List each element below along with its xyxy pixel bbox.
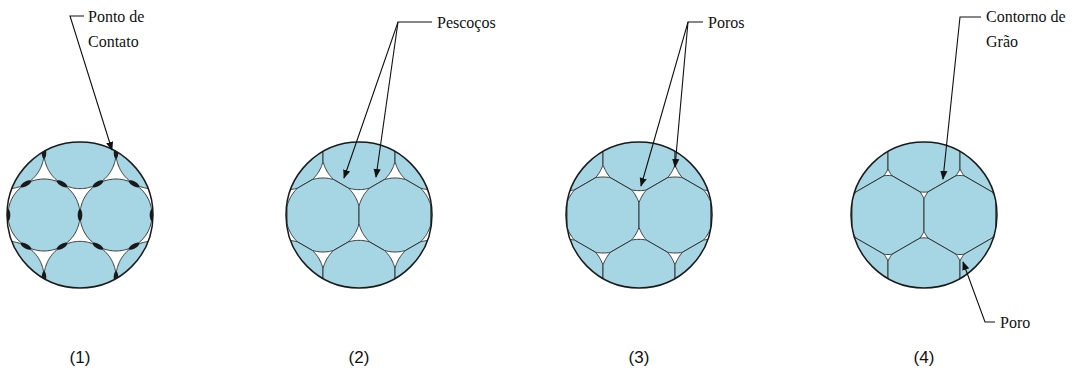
stage-number: (4) bbox=[914, 346, 935, 370]
compact-outline bbox=[286, 142, 432, 288]
powder-particle bbox=[287, 178, 359, 252]
powder-particle bbox=[431, 178, 503, 252]
powder-particle bbox=[711, 177, 783, 253]
leader-line bbox=[376, 22, 398, 177]
powder-particle bbox=[323, 116, 395, 190]
compact-section bbox=[495, 115, 783, 316]
compact-outline bbox=[7, 142, 153, 288]
contact-point bbox=[20, 179, 33, 189]
part-label: Ponto de Contato bbox=[88, 4, 168, 54]
stage-number: (1) bbox=[70, 346, 91, 370]
compact-section bbox=[780, 113, 1068, 317]
powder-particle bbox=[0, 117, 44, 189]
leader-line bbox=[963, 262, 995, 322]
stage-number: (2) bbox=[349, 346, 370, 370]
contact-point bbox=[56, 179, 69, 189]
contact-point bbox=[78, 209, 83, 221]
powder-particle bbox=[8, 179, 80, 251]
contact-point bbox=[92, 241, 105, 251]
contact-point bbox=[128, 241, 141, 251]
powder-particle bbox=[495, 177, 567, 253]
leader-line bbox=[344, 22, 432, 178]
contact-point bbox=[56, 241, 69, 251]
powder-particle bbox=[44, 241, 116, 313]
leader-line bbox=[641, 22, 703, 186]
powder-particle bbox=[531, 239, 603, 315]
powder-particle bbox=[215, 178, 287, 252]
part-label: Contorno de Grão bbox=[986, 4, 1070, 54]
powder-particle bbox=[395, 116, 467, 190]
powder-particle bbox=[675, 239, 747, 315]
powder-particle bbox=[116, 117, 188, 189]
powder-particle bbox=[888, 238, 960, 317]
powder-particle bbox=[116, 241, 188, 313]
powder-particle bbox=[996, 176, 1068, 255]
compact-outline bbox=[851, 142, 997, 288]
compact-outline bbox=[566, 142, 712, 288]
powder-particle bbox=[152, 179, 224, 251]
powder-particle bbox=[251, 240, 323, 314]
compact-section bbox=[215, 116, 503, 315]
compact-section bbox=[0, 117, 224, 314]
powder-particle bbox=[780, 176, 852, 255]
powder-particle bbox=[323, 240, 395, 314]
particle-stages bbox=[0, 113, 1068, 317]
contact-point bbox=[20, 241, 33, 251]
stage-number: (3) bbox=[629, 346, 650, 370]
powder-particle bbox=[603, 239, 675, 315]
part-label: Poro bbox=[1000, 310, 1030, 335]
leader-line bbox=[675, 22, 688, 167]
powder-particle bbox=[395, 240, 467, 314]
part-label: Poros bbox=[708, 10, 744, 35]
powder-particle bbox=[0, 241, 44, 313]
powder-particle bbox=[816, 238, 888, 317]
powder-particle bbox=[359, 178, 431, 252]
powder-particle bbox=[960, 238, 1032, 317]
contact-point bbox=[92, 179, 105, 189]
part-label: Pescoços bbox=[437, 10, 496, 35]
powder-particle bbox=[251, 116, 323, 190]
powder-particle bbox=[80, 179, 152, 251]
leader-line bbox=[943, 17, 981, 179]
contact-point bbox=[128, 179, 141, 189]
